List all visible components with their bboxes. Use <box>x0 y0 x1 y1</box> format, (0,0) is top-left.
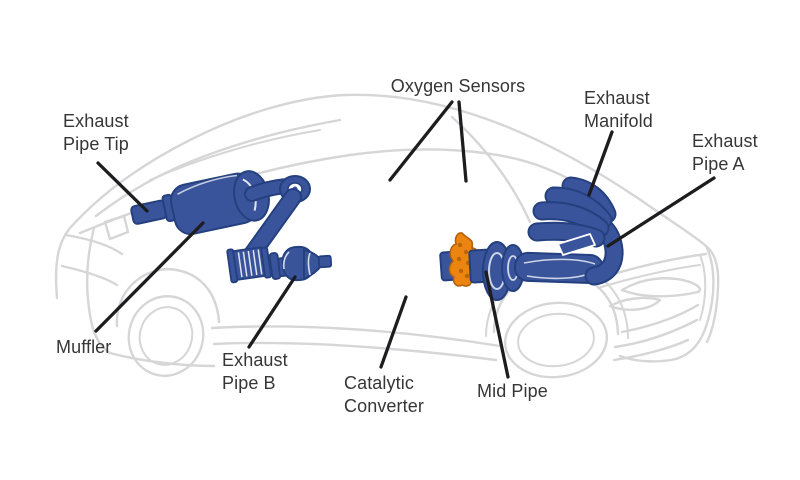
label-muffler: Muffler <box>56 337 112 357</box>
car-silhouette <box>54 93 720 344</box>
car-grille-1 <box>620 303 700 334</box>
car-front-bumper-inner <box>699 254 707 321</box>
leader-mid-pipe <box>484 270 510 379</box>
car-quarter-line <box>149 129 321 181</box>
car-sill-line-2 <box>212 341 498 362</box>
label-exhaust-pipe-a: Exhaust Pipe A <box>692 131 758 174</box>
leader-exhaust-manifold <box>587 130 614 197</box>
rear-wheel-inner <box>138 306 194 366</box>
car-rear-window-line <box>94 118 342 218</box>
leader-exhaust-pipe-b <box>247 275 297 349</box>
resonator-shape <box>268 245 333 282</box>
front-wheel-outer <box>503 301 609 379</box>
car-beltline <box>78 148 608 235</box>
clamp-shape <box>226 246 272 284</box>
leader-exhaust-pipe-a <box>606 176 716 248</box>
leader-muffler <box>94 221 205 333</box>
car-rear-underbody <box>108 351 216 368</box>
label-exhaust-manifold: Exhaust Manifold <box>584 88 653 131</box>
headlight-upper <box>620 277 702 298</box>
rear-wheel-outer <box>127 295 205 377</box>
car-taillight <box>103 214 130 241</box>
car-rear-face <box>86 226 112 355</box>
car-front-bumper <box>618 244 715 363</box>
headlight-lower <box>608 296 662 312</box>
front-wheel-inner <box>517 312 595 368</box>
car-rear-bumper-1 <box>64 233 124 256</box>
car-hood-crease-2 <box>597 264 701 289</box>
car-rear-bumper-2 <box>60 264 119 287</box>
muffler-shape <box>169 170 270 236</box>
rear-wheel-arch <box>115 267 221 328</box>
leader-catalytic-converter <box>379 295 408 369</box>
leader-exhaust-pipe-tip <box>96 161 149 213</box>
label-catalytic-converter: Catalytic Converter <box>344 373 424 416</box>
label-mid-pipe: Mid Pipe <box>477 381 548 401</box>
car-sill-line-1 <box>210 325 502 348</box>
manifold-shape <box>527 176 617 256</box>
car-front-underbody <box>612 338 690 362</box>
leader-lines <box>94 100 716 379</box>
label-oxygen-sensors: Oxygen Sensors <box>390 76 526 96</box>
leader-oxygen-sensor-1 <box>388 100 454 182</box>
exhaust-system <box>130 170 624 301</box>
manifold-gasket <box>557 233 596 256</box>
car-a-pillar <box>450 115 532 224</box>
leader-oxygen-sensor-2 <box>457 100 468 183</box>
car-grille-2 <box>613 318 699 349</box>
label-exhaust-pipe-tip: Exhaust Pipe Tip <box>63 111 129 154</box>
label-exhaust-pipe-b: Exhaust Pipe B <box>222 350 288 393</box>
